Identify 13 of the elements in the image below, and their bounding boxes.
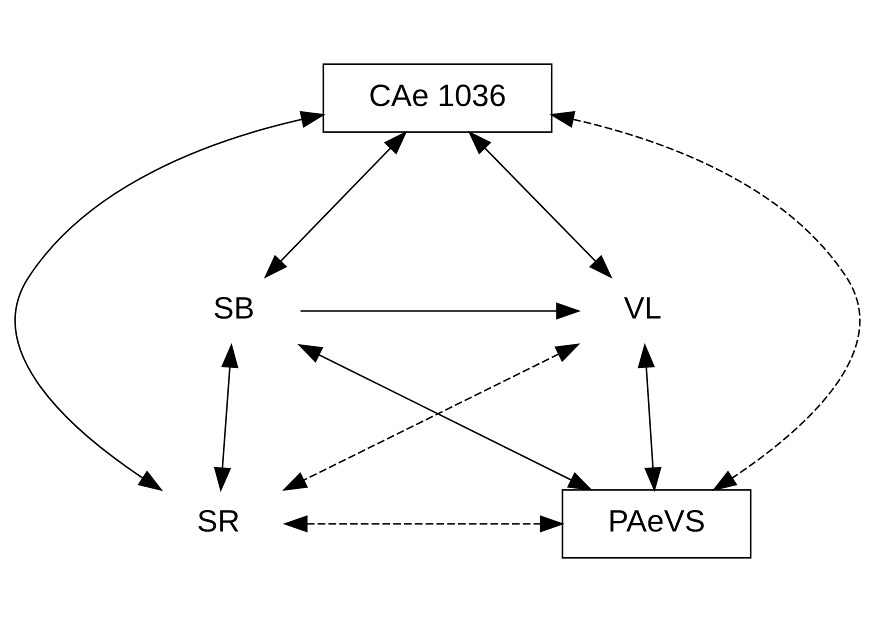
arrow [549, 110, 860, 492]
node-box: CAe 1036 [322, 63, 552, 133]
arrow [300, 302, 581, 320]
node-box: PAeVS [562, 489, 752, 559]
node-text: SR [197, 504, 240, 539]
arrow [264, 130, 408, 279]
node-text: VL [624, 290, 662, 326]
arrow [214, 343, 238, 492]
arrow [638, 343, 662, 492]
arrow [14, 110, 326, 492]
arrow [282, 515, 565, 533]
node-text: SB [213, 290, 254, 326]
arrow [468, 130, 612, 279]
